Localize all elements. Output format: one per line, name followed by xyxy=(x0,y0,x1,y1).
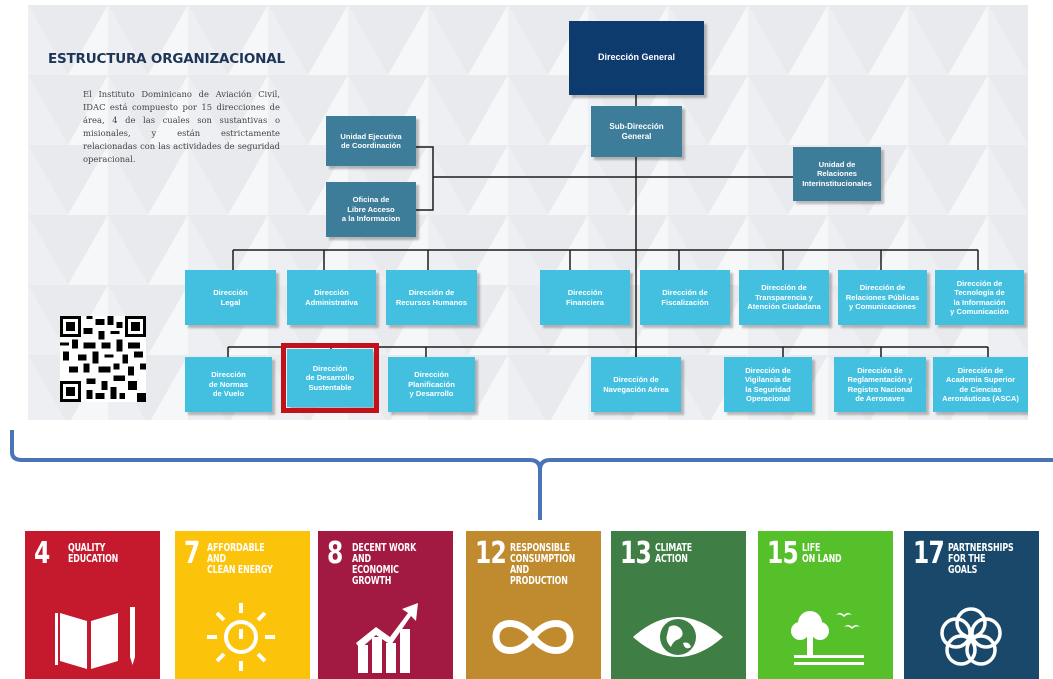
box-direccion-rrhh: Dirección de Recursos Humanos xyxy=(386,270,477,325)
box-unidad-ejecutiva: Unidad Ejecutiva de Coordinación xyxy=(326,116,416,166)
eye-globe-icon xyxy=(633,617,723,657)
sdg-tile-15: 15 LIFE ON LAND xyxy=(758,531,893,679)
sdg-tile-8: 8 DECENT WORK AND ECONOMIC GROWTH xyxy=(318,531,453,679)
box-direccion-normas-vuelo: Dirección de Normas de Vuelo xyxy=(185,357,272,412)
qr-code-icon xyxy=(60,316,146,402)
sdg-tile-17: 17 PARTNERSHIPS FOR THE GOALS xyxy=(904,531,1039,679)
box-direccion-administrativa: Dirección Administrativa xyxy=(287,270,376,325)
box-direccion-academia: Dirección de Academia Superior de Cienci… xyxy=(933,357,1028,412)
box-direccion-vigilancia: Dirección de Vigilancia de la Seguridad … xyxy=(724,357,812,412)
sdg-tile-4: 4 QUALITY EDUCATION xyxy=(25,531,160,679)
box-direccion-transparencia: Dirección de Transparencia y Atención Ci… xyxy=(739,270,829,325)
triangle-pattern-background xyxy=(28,5,1028,420)
org-connectors xyxy=(227,79,989,365)
page-title: ESTRUCTURA ORGANIZACIONAL xyxy=(48,51,285,67)
tree-birds-icon xyxy=(791,611,864,665)
box-relaciones-interinstitucionales: Unidad de Relaciones Interinstitucionale… xyxy=(793,147,881,201)
box-direccion-legal: Dirección Legal xyxy=(185,270,276,325)
book-pencil-icon xyxy=(55,607,135,669)
box-direccion-relaciones-publicas: Dirección de Relaciones Públicas y Comun… xyxy=(838,270,927,325)
growth-chart-icon xyxy=(356,603,418,673)
box-direccion-navegacion-aerea: Dirección de Navegación Aérea xyxy=(591,357,681,412)
box-direccion-fiscalizacion: Dirección de Fiscalización xyxy=(640,270,730,325)
sdg-tile-13: 13 CLIMATE ACTION xyxy=(611,531,746,679)
box-oficina-libre-acceso: Oficina de Libre Acceso a la Informacion xyxy=(326,182,416,237)
box-sub-direccion-general: Sub-Dirección General xyxy=(591,106,682,157)
box-direccion-planificacion: Dirección Planificación y Desarrollo xyxy=(388,357,475,412)
infinity-icon xyxy=(492,620,574,654)
box-direccion-reglamentacion: Dirección de Reglamentación y Registro N… xyxy=(834,357,926,412)
org-chart-panel: ESTRUCTURA ORGANIZACIONAL El Instituto D… xyxy=(28,5,1028,420)
box-direccion-financiera: Dirección Financiera xyxy=(540,270,630,325)
box-direccion-desarrollo-sustentable: Dirección de Desarrollo Sustentable xyxy=(281,343,379,413)
intro-paragraph: El Instituto Dominicano de Aviación Civi… xyxy=(83,89,280,164)
box-direccion-general: Dirección General xyxy=(569,21,704,95)
sdg-tile-12: 12 RESPONSIBLE CONSUMPTION AND PRODUCTIO… xyxy=(466,531,601,679)
box-direccion-tecnologia: Dirección de Tecnología de la Informació… xyxy=(935,270,1024,325)
sdg-tile-7: 7 AFFORDABLE AND CLEAN ENERGY xyxy=(175,531,310,679)
interlinked-rings-icon xyxy=(940,607,1002,666)
sun-power-icon xyxy=(207,603,275,671)
